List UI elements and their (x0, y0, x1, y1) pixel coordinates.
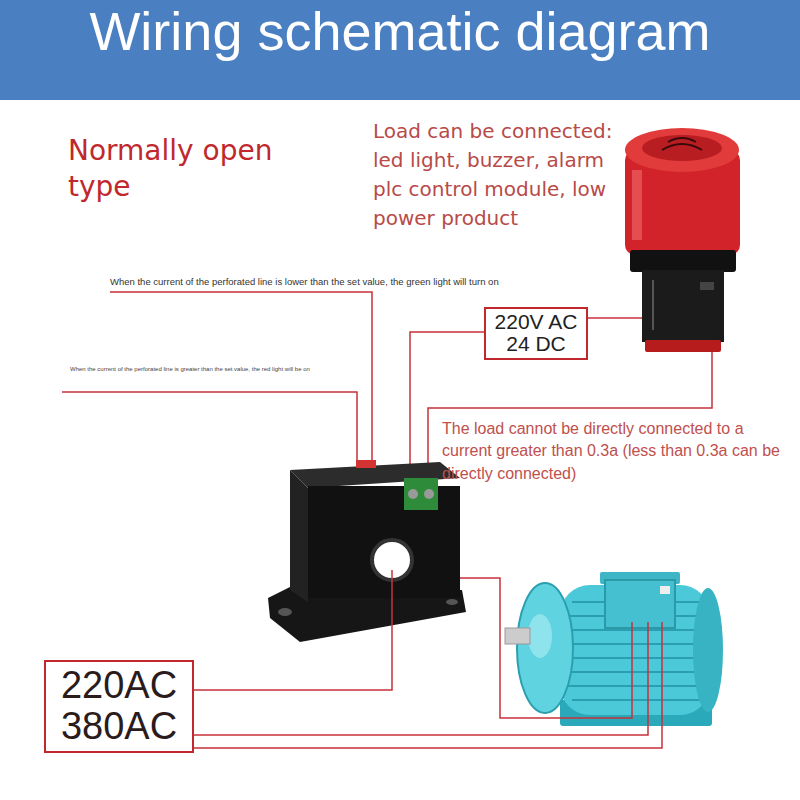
current-limit-note: The load cannot be directly connected to… (442, 418, 782, 485)
wire (194, 622, 662, 748)
wire (460, 578, 632, 718)
green-light-note: When the current of the perforated line … (110, 276, 610, 287)
red-light-note: When the current of the perforated line … (70, 366, 390, 373)
wire (110, 292, 372, 462)
buzzer-illustration (625, 128, 740, 352)
load-note: Load can be connected: led light, buzzer… (373, 117, 617, 233)
label-slot: When the current of the perforated line … (70, 366, 390, 373)
motor-illustration (505, 572, 723, 726)
voltage-text: 220V AC 24 DC (490, 311, 582, 355)
wire (194, 622, 648, 735)
label-slot: Load can be connected: led light, buzzer… (373, 117, 617, 233)
wire (62, 392, 357, 462)
label-slot: Normally open type (68, 133, 300, 206)
title-slot: Wiring schematic diagram (0, 0, 800, 100)
voltage-box: 220V AC 24 DC (484, 307, 588, 360)
voltage-text: 220AC 380AC (52, 665, 186, 747)
label-slot: The load cannot be directly connected to… (442, 418, 782, 485)
wire (194, 570, 392, 690)
label-slot: When the current of the perforated line … (110, 276, 610, 287)
power-wires (194, 570, 662, 748)
diagram-title: Wiring schematic diagram (0, 0, 800, 62)
current-sensor-illustration (268, 460, 466, 642)
type-heading: Normally open type (68, 133, 300, 206)
voltage-box: 220AC 380AC (44, 660, 194, 753)
